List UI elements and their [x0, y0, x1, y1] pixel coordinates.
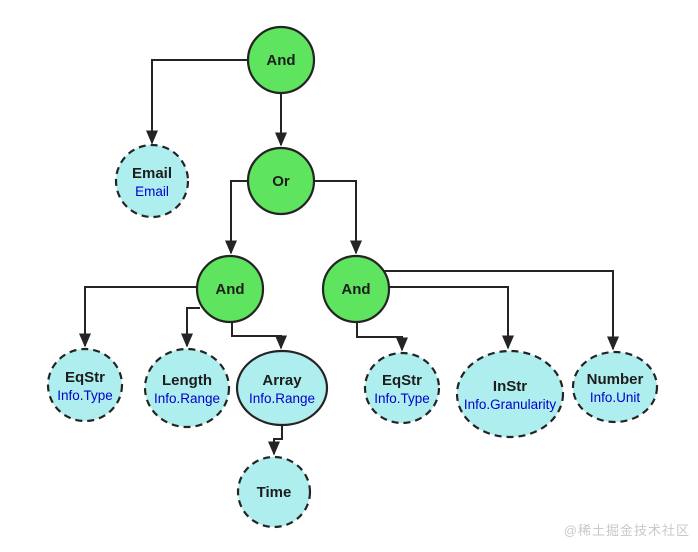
- node-label: And: [266, 52, 295, 69]
- node-label: Array: [262, 372, 302, 389]
- node-label: InStr: [493, 378, 527, 395]
- operator-node-shape: [195, 254, 265, 324]
- leaf-node-shape: [143, 347, 231, 429]
- node-and-right: And: [321, 254, 391, 324]
- edge-and-root-to-email: [146, 59, 248, 145]
- node-label: Length: [162, 372, 212, 389]
- node-label: Or: [272, 173, 290, 190]
- node-sublabel: Info.Range: [249, 391, 315, 406]
- edge-and-right-to-instr: [389, 286, 514, 350]
- leaf-node-shape: [46, 347, 124, 423]
- leaf-node-shape: [455, 349, 565, 439]
- node-sublabel: Info.Type: [57, 388, 113, 403]
- edge-or-to-and-left: [225, 180, 248, 255]
- node-label: EqStr: [65, 369, 105, 386]
- operator-node-shape: [321, 254, 391, 324]
- node-and-left: And: [195, 254, 265, 324]
- edge-and-right-to-eqstr-right: [356, 322, 408, 352]
- node-label: Time: [257, 484, 292, 501]
- edge-and-left-to-length: [181, 307, 200, 348]
- node-label: And: [341, 281, 370, 298]
- node-sublabel: Info.Range: [154, 391, 220, 406]
- leaf-node-shape: [571, 350, 659, 424]
- node-and-root: And: [246, 25, 316, 95]
- node-label: And: [215, 281, 244, 298]
- operator-node-shape: [246, 146, 316, 216]
- node-label: Number: [587, 371, 644, 388]
- node-label: EqStr: [382, 372, 422, 389]
- edge-array-to-time: [268, 425, 283, 456]
- node-time: Time: [236, 455, 312, 529]
- node-sublabel: Info.Type: [374, 391, 430, 406]
- node-sublabel: Info.Granularity: [464, 397, 557, 412]
- leaf-node-shape: [114, 143, 190, 219]
- edge-and-left-to-eqstr-left: [79, 286, 197, 348]
- leaf-node-shape: [363, 351, 441, 425]
- edge-and-left-to-array: [231, 322, 287, 350]
- node-or: Or: [246, 146, 316, 216]
- edge-and-right-to-number: [384, 270, 619, 351]
- node-sublabel: Email: [135, 184, 169, 199]
- leaf-node-shape: [236, 455, 312, 529]
- watermark: @稀土掘金技术社区: [563, 523, 690, 538]
- edge-or-to-and-right: [314, 180, 362, 255]
- node-sublabel: Info.Unit: [590, 390, 641, 405]
- operator-node-shape: [246, 25, 316, 95]
- leaf-node-shape: [235, 349, 329, 427]
- node-label: Email: [132, 165, 172, 182]
